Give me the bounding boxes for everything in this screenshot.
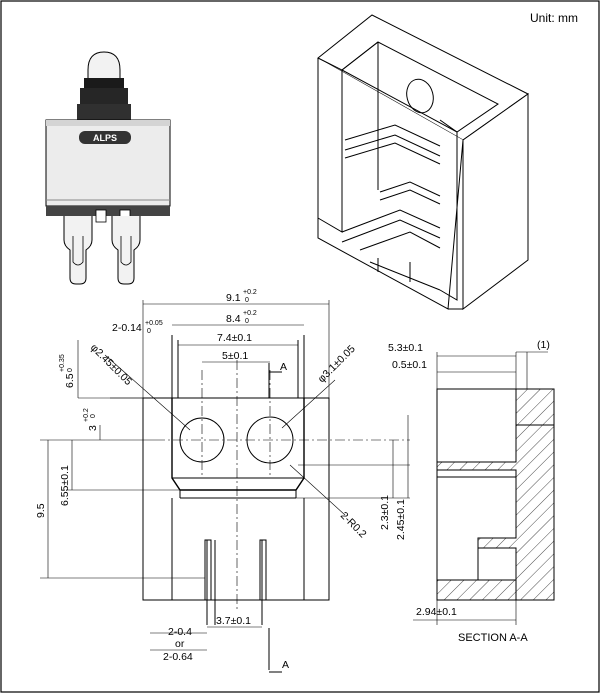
dim-notch-tol-lower: 0 bbox=[147, 328, 151, 335]
dim-3: 3 bbox=[87, 425, 99, 431]
dim-9-1-tol-lower: 0 bbox=[245, 297, 249, 304]
dim-3-tol-lower: 0 bbox=[90, 414, 97, 418]
section-hatch bbox=[436, 388, 555, 601]
unit-label: Unit: mm bbox=[530, 11, 578, 25]
sec-dim-5-3: 5.3±0.1 bbox=[388, 342, 423, 354]
alps-logo bbox=[79, 131, 131, 144]
switch-photo: ALPS bbox=[45, 51, 171, 285]
dim-8-4: 8.4 bbox=[226, 313, 241, 325]
section-marker-top: A bbox=[280, 361, 287, 373]
dim-6-5-tol-lower: 0 bbox=[67, 368, 74, 372]
dim-5: 5±0.1 bbox=[222, 350, 248, 362]
sec-dim-ref-1: (1) bbox=[537, 339, 550, 351]
dim-6-55: 6.55±0.1 bbox=[59, 465, 71, 506]
dim-8-4-tol-upper: +0.2 bbox=[243, 310, 257, 317]
dim-terminal-width-b: 2-0.64 bbox=[163, 651, 193, 663]
section-label: SECTION A-A bbox=[458, 632, 528, 644]
dim-2-45: 2.45±0.1 bbox=[395, 499, 407, 540]
sec-dim-2-94: 2.94±0.1 bbox=[416, 606, 457, 618]
mounting-box-isometric bbox=[317, 14, 529, 311]
front-view bbox=[142, 335, 410, 673]
dim-notch-tol-upper: +0.05 bbox=[145, 320, 163, 327]
dim-9-5: 9.5 bbox=[35, 503, 47, 518]
section-marker-bottom: A bbox=[282, 659, 289, 671]
dim-6-5-tol-upper: +0.35 bbox=[59, 354, 66, 372]
dim-7-4: 7.4±0.1 bbox=[217, 332, 252, 344]
dim-8-4-tol-lower: 0 bbox=[245, 318, 249, 325]
alps-logo-text: ALPS bbox=[93, 133, 117, 143]
dim-9-1-tol-upper: +0.2 bbox=[243, 289, 257, 296]
sec-dim-0-5: 0.5±0.1 bbox=[392, 359, 427, 371]
section-a-a: 5.3±0.1 0.5±0.1 (1) 2.94±0.1 SECTION A-A bbox=[388, 339, 555, 644]
dim-hole-3-1: φ3.1±0.05 bbox=[316, 343, 358, 385]
dim-terminal-width-a: 2-0.4 bbox=[168, 626, 192, 638]
dim-6-5: 6.5 bbox=[64, 373, 76, 388]
dim-radius: 2-R0.2 bbox=[338, 510, 369, 541]
dim-3-tol-upper: +0.2 bbox=[83, 408, 90, 422]
dim-terminal-pitch: 3.7±0.1 bbox=[216, 615, 251, 627]
dim-hole-2-45: φ2.45±0.05 bbox=[88, 342, 134, 388]
dim-9-1: 9.1 bbox=[226, 292, 241, 304]
dim-notch: 2-0.14 bbox=[112, 322, 142, 334]
dim-terminal-or: or bbox=[175, 638, 185, 650]
front-dimension-labels: 9.1 +0.2 0 8.4 +0.2 0 2-0.14 +0.05 0 7.4… bbox=[35, 289, 407, 671]
panel-cutout bbox=[142, 397, 330, 601]
dim-2-3: 2.3±0.1 bbox=[379, 495, 391, 530]
front-dimension-lines bbox=[40, 300, 410, 651]
